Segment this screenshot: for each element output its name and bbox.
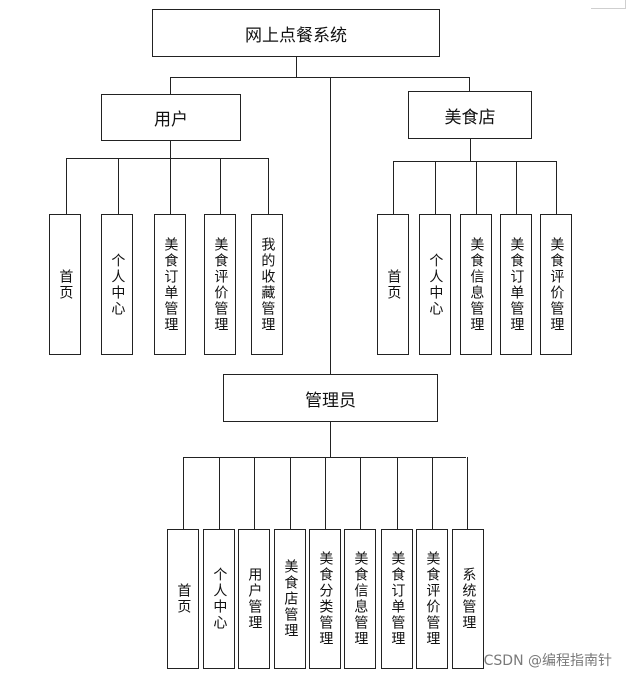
admin-child-connector [183,457,184,529]
shop-child-node: 美食信息管理 [460,214,492,355]
admin-child-label: 美食评价管理 [424,551,441,647]
admin-child-label: 系统管理 [460,567,477,631]
admin-child-label: 个人中心 [211,567,228,631]
user-bus [66,158,269,159]
user-child-connector [220,158,221,214]
shop-child-connector [435,161,436,214]
shop-node: 美食店 [408,91,532,139]
root-to-admin [330,77,331,374]
admin-child-connector [467,457,468,529]
user-child-node: 美食订单管理 [154,214,186,355]
user-child-label: 我的收藏管理 [259,236,276,333]
admin-child-connector [290,457,291,529]
admin-child-connector [325,457,326,529]
admin-child-connector [397,457,398,529]
admin-child-node: 美食分类管理 [309,529,341,669]
shop-stem [470,139,471,161]
root-node: 网上点餐系统 [152,9,440,57]
root-bus [170,77,470,78]
admin-stem [330,422,331,457]
shop-label: 美食店 [444,107,496,128]
user-child-label: 美食评价管理 [212,236,229,333]
admin-child-label: 首页 [175,583,192,615]
user-child-node: 美食评价管理 [204,214,236,355]
admin-child-label: 美食分类管理 [317,551,334,647]
shop-child-node: 个人中心 [419,214,451,355]
shop-child-label: 美食信息管理 [468,236,485,333]
shop-child-label: 个人中心 [427,252,444,317]
user-child-connector [66,158,67,214]
user-stem [170,141,171,158]
root-label: 网上点餐系统 [245,25,347,46]
admin-child-label: 用户管理 [246,567,263,631]
admin-child-node: 个人中心 [203,529,235,669]
admin-child-node: 用户管理 [238,529,270,669]
user-child-connector [268,158,269,214]
admin-child-label: 美食信息管理 [352,551,369,647]
admin-child-node: 美食信息管理 [344,529,376,669]
admin-node: 管理员 [223,374,438,422]
admin-child-node: 美食评价管理 [416,529,448,669]
admin-child-connector [360,457,361,529]
user-child-node: 我的收藏管理 [251,214,283,355]
admin-child-node: 首页 [167,529,199,669]
shop-child-connector [393,161,394,214]
root-stem [296,57,297,77]
shop-child-connector [516,161,517,214]
corner-fragment [591,0,626,9]
admin-child-connector [219,457,220,529]
admin-child-node: 系统管理 [452,529,484,669]
admin-child-label: 美食订单管理 [389,551,406,647]
watermark: CSDN @编程指南针 [483,653,612,669]
user-child-node: 个人中心 [101,214,133,355]
user-child-connector [170,158,171,214]
shop-child-label: 美食评价管理 [548,236,565,333]
root-to-shop [469,77,470,91]
admin-child-connector [432,457,433,529]
shop-child-connector [476,161,477,214]
admin-child-node: 美食订单管理 [381,529,413,669]
root-to-user [170,77,171,94]
shop-child-label: 首页 [385,268,402,301]
user-child-label: 美食订单管理 [162,236,179,333]
user-child-node: 首页 [49,214,81,355]
admin-child-node: 美食店管理 [274,529,306,669]
admin-bus [183,457,466,458]
user-node: 用户 [101,94,241,141]
shop-child-label: 美食订单管理 [508,236,525,333]
shop-child-node: 美食评价管理 [540,214,572,355]
user-child-connector [118,158,119,214]
shop-child-node: 美食订单管理 [500,214,532,355]
user-child-label: 个人中心 [109,252,126,317]
shop-bus [393,161,557,162]
shop-child-node: 首页 [377,214,409,355]
admin-child-label: 美食店管理 [282,559,299,639]
shop-child-connector [556,161,557,214]
admin-label: 管理员 [305,390,356,411]
user-label: 用户 [154,110,188,130]
admin-child-connector [254,457,255,529]
user-child-label: 首页 [57,268,74,301]
